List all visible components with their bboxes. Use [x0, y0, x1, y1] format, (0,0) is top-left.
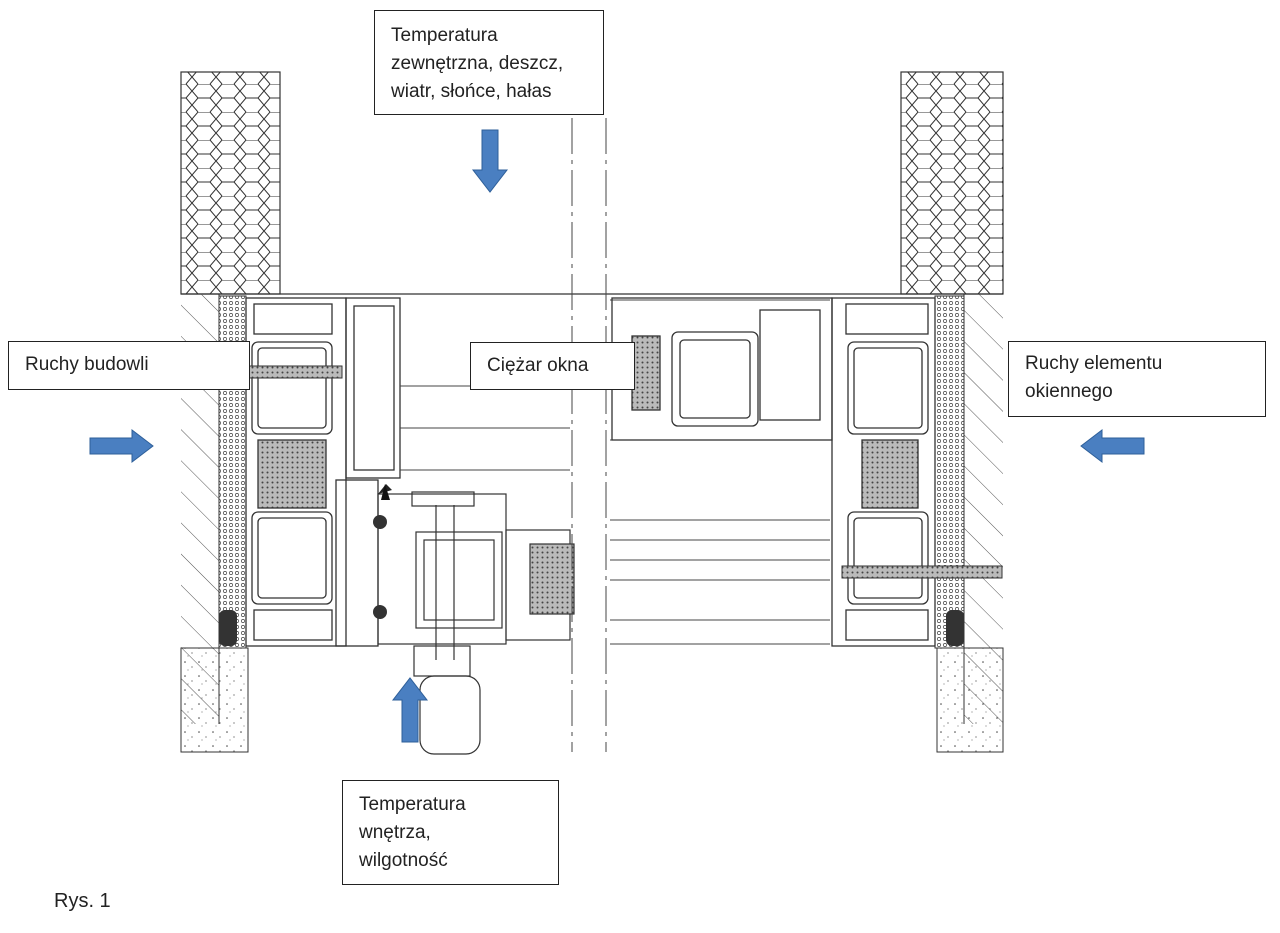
label-internal-conditions: Temperatura wnętrza, wilgotność	[342, 780, 559, 885]
arrow-right-icon	[89, 428, 154, 464]
sill-left	[180, 647, 249, 753]
frame-profile-right	[831, 297, 936, 647]
sash-left	[377, 491, 575, 755]
frame-profile-left	[245, 297, 401, 647]
arrow-up-icon	[391, 677, 429, 743]
foam-joint-right	[934, 295, 965, 649]
screw-right	[841, 565, 1003, 579]
label-window-weight: Ciężar okna	[470, 342, 635, 390]
insulation-left	[180, 71, 281, 295]
sill-right	[936, 647, 1004, 753]
label-external-conditions: Temperatura zewnętrzna, deszcz, wiatr, s…	[374, 10, 604, 115]
label-building-movements: Ruchy budowli	[8, 341, 250, 390]
center-axis-lines	[571, 118, 607, 752]
screw-left	[247, 365, 343, 379]
insulation-right	[900, 71, 1004, 295]
label-window-element-movements: Ruchy elementu okiennego	[1008, 341, 1266, 417]
arrow-left-icon	[1080, 428, 1145, 464]
sash-right	[611, 297, 833, 441]
arrow-down-icon	[471, 129, 509, 193]
arrow-small-icon	[381, 484, 390, 500]
figure-caption: Rys. 1	[54, 890, 111, 912]
